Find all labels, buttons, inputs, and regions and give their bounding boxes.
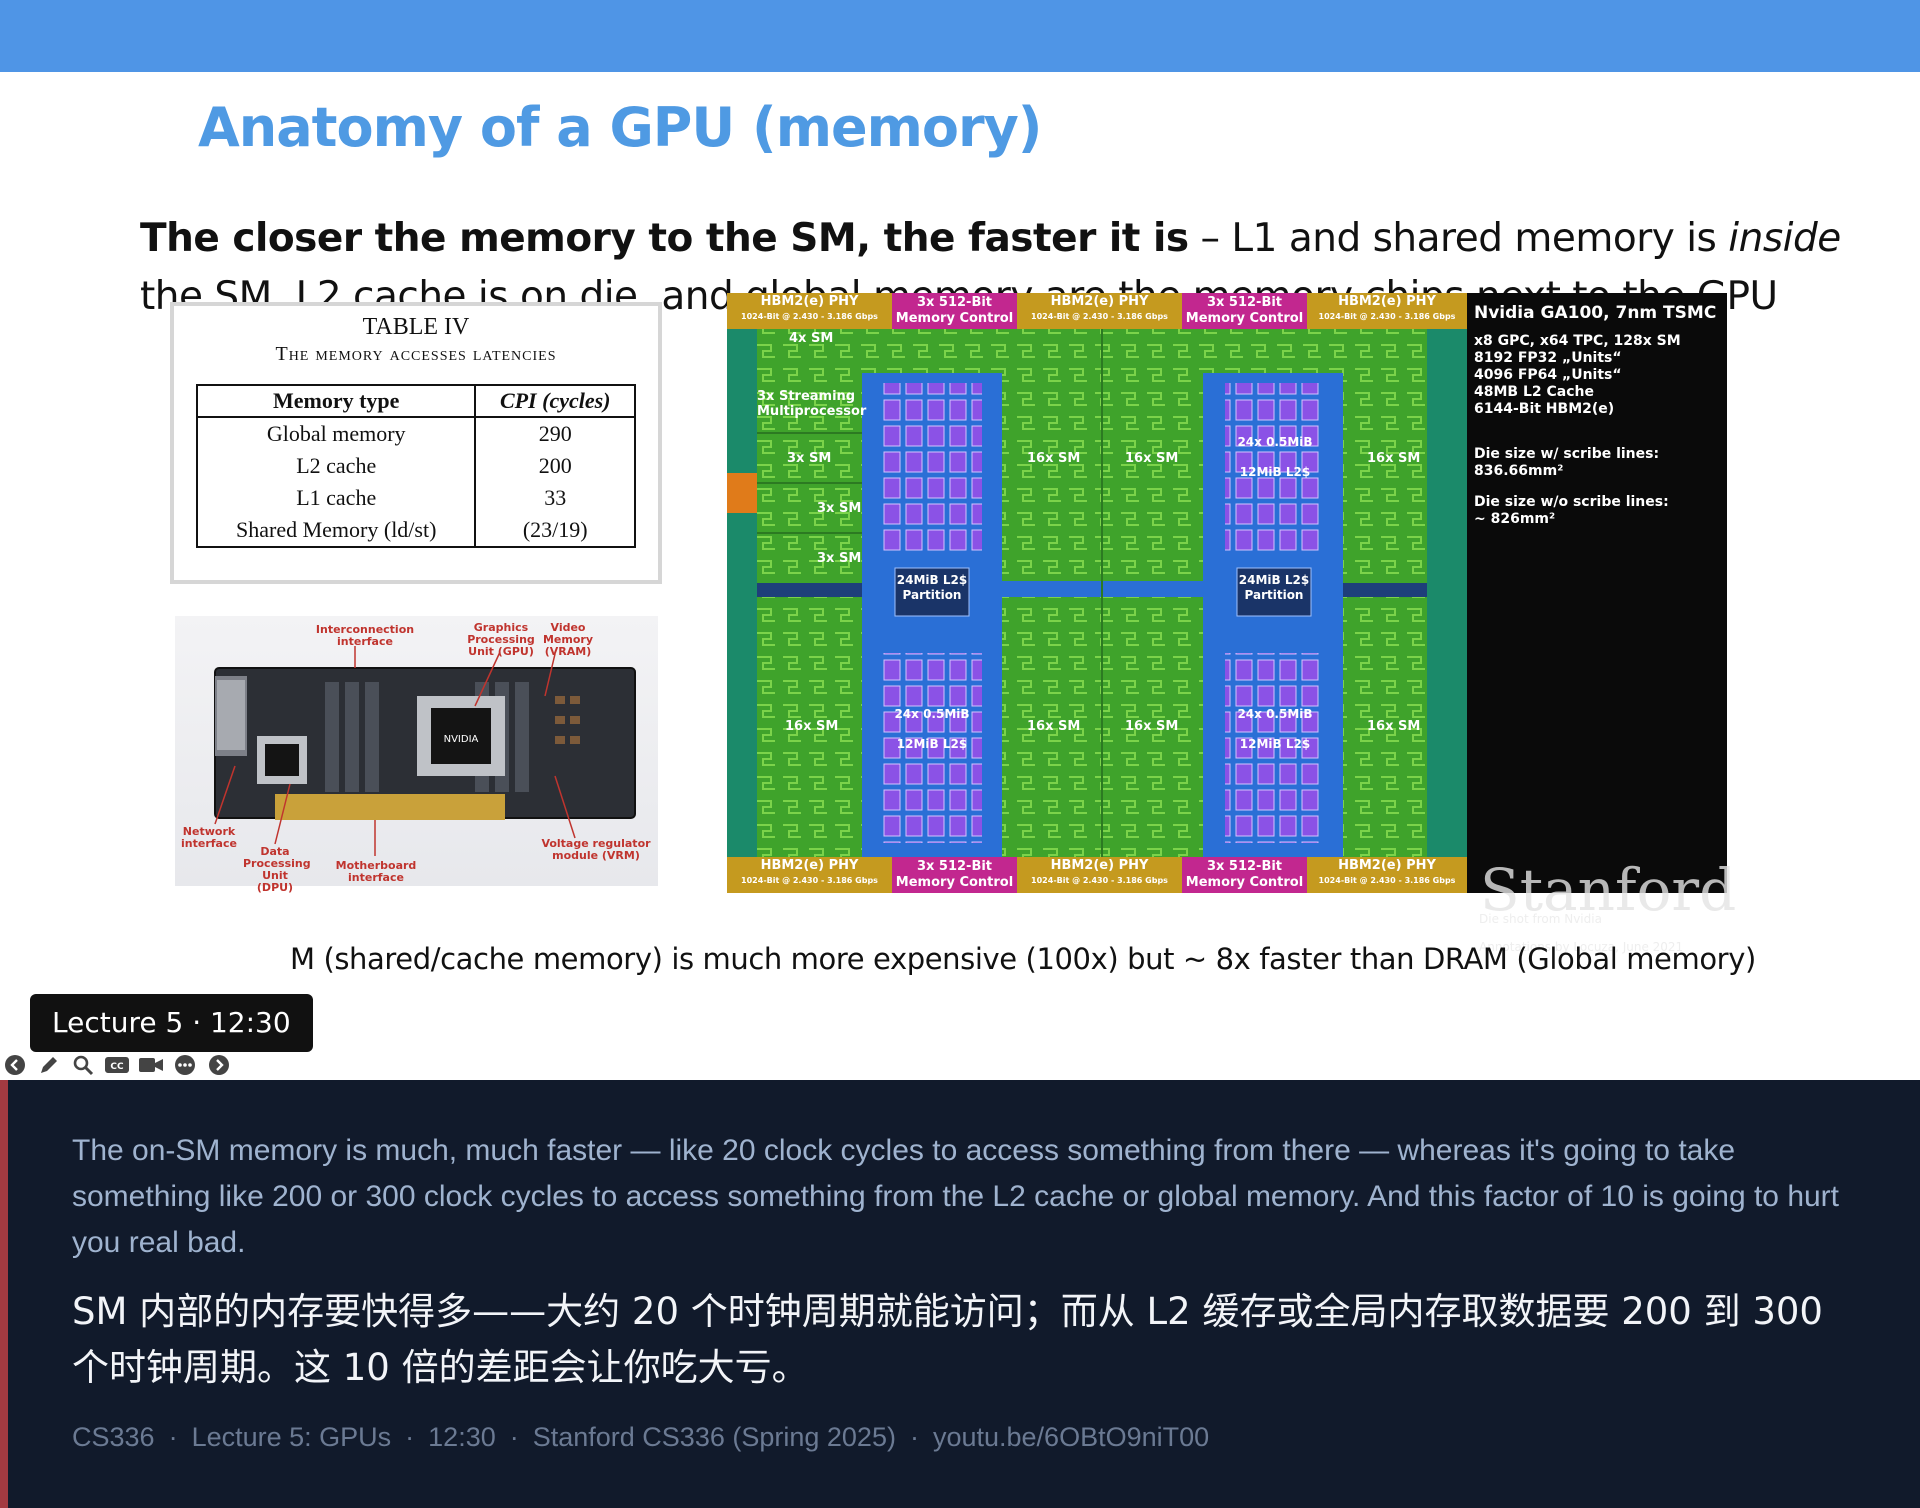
- sm-16x-label: 16x SM: [1367, 451, 1421, 466]
- stanford-watermark: Stanford: [1480, 856, 1737, 924]
- die-credit-annotations: Annotations by Locuza, June 2021: [1479, 940, 1684, 954]
- slide-title: Anatomy of a GPU (memory): [198, 96, 1042, 159]
- zoom-icon[interactable]: [70, 1052, 96, 1078]
- table-row: L1 cache 33: [197, 482, 635, 514]
- sm-3x-label: 3x SM: [787, 451, 832, 466]
- table-cell: 200: [474, 450, 635, 482]
- caption-meta: CS336·Lecture 5: GPUs·12:30·Stanford CS3…: [72, 1422, 1210, 1452]
- board-label-gpu: Graphics Processing Unit (GPU): [467, 621, 535, 658]
- table-header-memory-type: Memory type: [197, 385, 476, 418]
- l2-partition-label: 24MiB L2$ Partition: [1238, 573, 1310, 602]
- board-label-interconnect: Interconnection interface: [315, 623, 415, 648]
- sm-16x-label: 16x SM: [1125, 451, 1179, 466]
- table-row: Global memory 290: [197, 417, 635, 450]
- l2-partition-label: 24MiB L2$ Partition: [896, 573, 968, 602]
- sm-16x-label: 16x SM: [1027, 451, 1081, 466]
- die-size-with-scribe-value: 836.66mm²: [1474, 463, 1564, 479]
- caption-panel: [0, 1080, 1920, 1508]
- lead-part-1: – L1 and shared memory is: [1188, 216, 1729, 261]
- table-header-row: Memory type CPI (cycles): [197, 385, 635, 418]
- lead-italic: inside: [1728, 216, 1841, 261]
- die-credit-source: Die shot from Nvidia: [1479, 912, 1602, 926]
- sm-16x-label: 16x SM: [1367, 719, 1421, 734]
- lead-bold: The closer the memory to the SM, the fas…: [140, 216, 1189, 261]
- sm-16x-label: 16x SM: [785, 719, 839, 734]
- board-label-motherboard: Motherboard interface: [335, 859, 417, 884]
- more-icon[interactable]: [172, 1052, 198, 1078]
- spec-line: x8 GPC, x64 TPC, 128x SM: [1474, 333, 1681, 349]
- spec-line: 6144-Bit HBM2(e): [1474, 401, 1615, 417]
- timestamp-tooltip: Lecture 5 · 12:30: [30, 994, 313, 1052]
- table-cell: Global memory: [266, 421, 406, 446]
- meta-course: CS336: [72, 1422, 155, 1452]
- caption-accent-bar: [0, 1080, 8, 1508]
- gpu-board-drawing: NVIDIA: [214, 646, 636, 856]
- spec-line: 8192 FP32 „Units“: [1474, 350, 1622, 366]
- sm-16x-label: 16x SM: [1125, 719, 1179, 734]
- table-cell: 290: [474, 417, 635, 450]
- meta-link[interactable]: youtu.be/6OBtO9niT00: [932, 1422, 1210, 1452]
- table-cell: 33: [474, 482, 635, 514]
- sm-3x-label: 3x SM: [817, 501, 862, 516]
- back-icon[interactable]: [2, 1052, 28, 1078]
- spec-line: 48MB L2 Cache: [1474, 384, 1594, 400]
- spec-line: 4096 FP64 „Units“: [1474, 367, 1622, 383]
- table-cell: L2 cache: [296, 453, 377, 478]
- table-caption-title: The memory accesses latencies: [275, 343, 557, 365]
- pen-icon[interactable]: [36, 1052, 62, 1078]
- forward-icon[interactable]: [206, 1052, 232, 1078]
- table-header-cpi: CPI (cycles): [474, 385, 635, 418]
- svg-text:NVIDIA: NVIDIA: [444, 734, 479, 745]
- table-row: L2 cache 200: [197, 450, 635, 482]
- player-controls: CC: [2, 1052, 232, 1078]
- table-row: Shared Memory (ld/st) (23/19): [197, 514, 635, 547]
- die-specs: Nvidia GA100, 7nm TSMC x8 GPC, x64 TPC, …: [1474, 303, 1724, 528]
- die-drawing: [727, 293, 1467, 893]
- gpu-board-image: NVIDIA Interconnection interface Graphic…: [175, 616, 658, 894]
- table-cell: (23/19): [474, 514, 635, 547]
- camera-icon[interactable]: [138, 1052, 164, 1078]
- svg-text:CC: CC: [110, 1062, 124, 1072]
- sm-16x-label: 16x SM: [1027, 719, 1081, 734]
- latency-table: Memory type CPI (cycles) Global memory 29…: [196, 384, 636, 548]
- table-cell: Shared Memory (ld/st): [236, 517, 437, 542]
- top-bar: [0, 0, 1920, 72]
- board-label-dpu: Data Processing Unit (DPU): [243, 845, 311, 894]
- die-size-with-scribe-label: Die size w/ scribe lines:: [1474, 446, 1660, 462]
- spec-title: Nvidia GA100, 7nm TSMC: [1474, 303, 1717, 323]
- die-size-without-scribe-label: Die size w/o scribe lines:: [1474, 494, 1669, 510]
- sm-3x-label: 3x SM: [817, 551, 862, 566]
- latency-table-figure: TABLE IV The memory accesses latencies M…: [170, 302, 662, 584]
- streaming-multiprocessor-label: 3x Streaming Multiprocessor: [757, 389, 867, 419]
- board-label-network: Network interface: [181, 825, 237, 850]
- caption-chinese: SM 内部的内存要快得多——大约 20 个时钟周期就能访问；而从 L2 缓存或全…: [72, 1290, 1823, 1389]
- board-label-vrm: Voltage regulator module (VRM): [541, 837, 651, 862]
- sm-4x-label: 4x SM: [789, 331, 834, 346]
- meta-lecture: Lecture 5: GPUs: [191, 1422, 392, 1452]
- die-size-without-scribe-value: ~ 826mm²: [1474, 511, 1556, 527]
- table-cell: L1 cache: [296, 485, 377, 510]
- meta-time: 12:30: [428, 1422, 496, 1452]
- board-label-vram: Video Memory (VRAM): [542, 621, 594, 658]
- slide-footnote: M (shared/cache memory) is much more exp…: [290, 942, 1756, 976]
- caption-english: The on-SM memory is much, much faster — …: [72, 1134, 1840, 1259]
- cc-icon[interactable]: CC: [104, 1052, 130, 1078]
- meta-series: Stanford CS336 (Spring 2025): [532, 1422, 896, 1452]
- table-caption-number: TABLE IV: [362, 314, 470, 340]
